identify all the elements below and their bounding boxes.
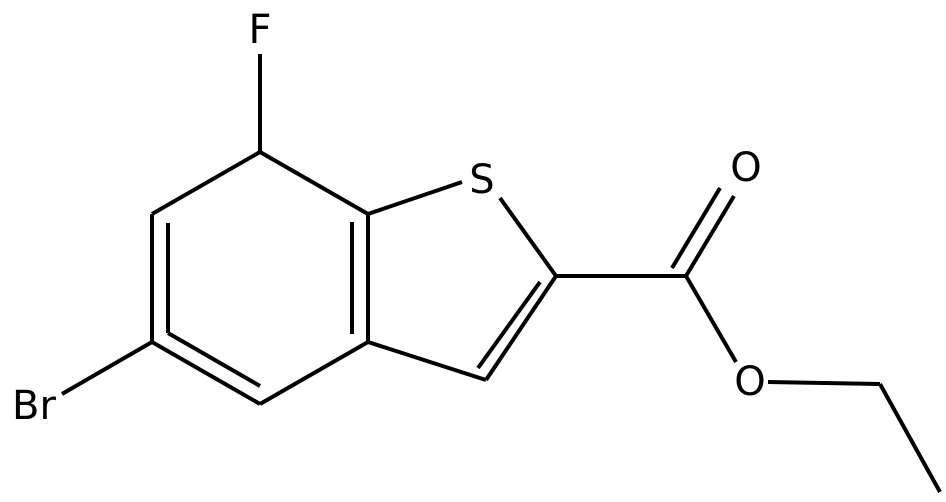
bond-c5-br <box>60 340 154 396</box>
bond-oester-ch2 <box>767 380 881 386</box>
atom-label-fluorine: F <box>248 7 271 53</box>
bond-c4-c5-inner <box>167 331 261 388</box>
atom-label-oxygen-ester: O <box>734 359 765 405</box>
bond-c6-c7 <box>151 150 261 216</box>
atom-label-bromine: Br <box>12 383 56 429</box>
bond-carbonyl-o-double-1 <box>684 194 736 278</box>
bond-c7a-s <box>367 180 463 216</box>
bond-c3a-c4 <box>259 340 369 406</box>
bond-ch2-ch3 <box>878 383 942 493</box>
bond-s-c2 <box>498 196 558 278</box>
bond-c3-c3a <box>367 340 487 382</box>
bond-c2-c3 <box>484 274 558 382</box>
bond-c2-c3-inner <box>476 280 542 370</box>
bond-carbonyl-o-double-2 <box>670 186 722 270</box>
bond-ccarbonyl-oester <box>684 274 738 364</box>
atom-label-sulfur: S <box>469 157 494 203</box>
bond-c7-c7a <box>259 150 369 216</box>
bond-c4-c5 <box>151 340 261 406</box>
atom-label-oxygen-carbonyl: O <box>730 145 761 191</box>
